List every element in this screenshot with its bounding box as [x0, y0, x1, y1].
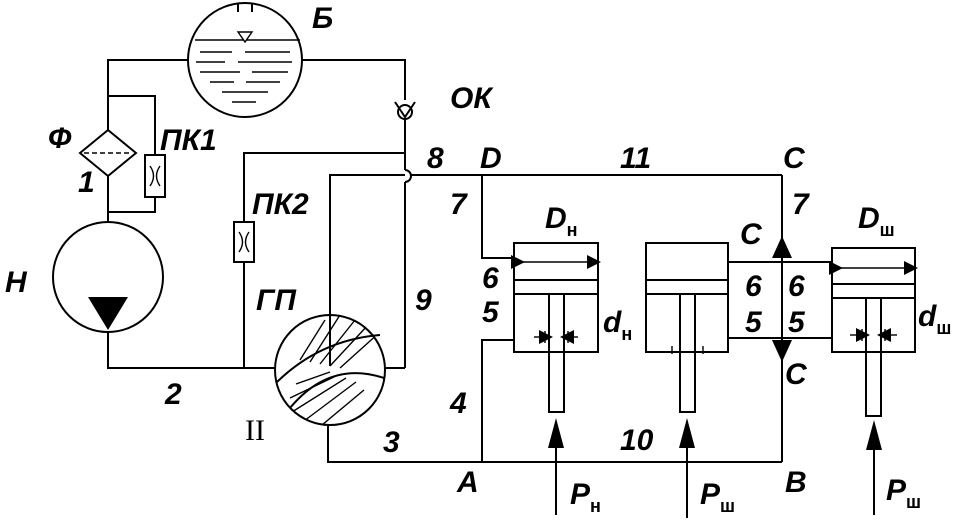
label-tank: Б — [312, 2, 333, 35]
label-node-A: A — [456, 466, 479, 499]
label-distributor-position: II — [245, 414, 265, 447]
tank-suction-line — [107, 59, 188, 130]
label-check-valve: ОК — [450, 82, 494, 115]
label-line-5-right: 5 — [788, 306, 806, 339]
label-node-C-low: C — [785, 358, 808, 391]
label-line-9: 9 — [415, 284, 432, 317]
label-line-2: 2 — [164, 378, 182, 411]
tank-fluid-hatching — [196, 51, 292, 103]
label-node-C-top: C — [783, 142, 806, 175]
label-pump: Н — [5, 266, 28, 299]
label-line-6-mid: 6 — [745, 270, 762, 303]
label-relief-valve-1: ПК1 — [160, 124, 217, 157]
label-line-6-right: 6 — [788, 270, 805, 303]
label-line-10: 10 — [620, 424, 654, 457]
label-line-7-left: 7 — [450, 188, 468, 221]
label-line-8: 8 — [427, 142, 444, 175]
label-Dsh: Dш — [858, 202, 895, 240]
cylinder-right — [829, 247, 918, 417]
label-Psh-middle: Pш — [700, 478, 735, 516]
label-dsh: dш — [918, 300, 951, 338]
tank — [187, 2, 303, 118]
label-line-11: 11 — [620, 142, 651, 175]
label-distributor: ГП — [256, 284, 297, 317]
distributor — [274, 314, 386, 426]
label-Psh-right: Pш — [886, 474, 921, 512]
label-line-5-left: 5 — [482, 296, 500, 329]
force-arrow-left — [548, 418, 564, 515]
label-Dn: Dн — [545, 202, 578, 240]
label-line-5-mid: 5 — [745, 306, 763, 339]
force-arrow-middle — [679, 418, 695, 518]
relief-valve-2 — [233, 221, 255, 263]
check-valve — [394, 101, 416, 120]
cylinder-left — [511, 242, 601, 413]
relief-valve-1 — [144, 154, 166, 198]
label-filter: Ф — [48, 122, 72, 155]
label-dn: dн — [603, 306, 632, 344]
label-node-B: B — [785, 466, 807, 499]
label-line-6-left: 6 — [482, 262, 499, 295]
label-relief-valve-2: ПК2 — [252, 188, 309, 221]
label-node-C-mid: C — [740, 218, 763, 251]
cylinder-middle — [645, 242, 729, 413]
label-line-4: 4 — [449, 387, 467, 420]
pump-pressure-line — [107, 332, 275, 369]
label-line-7-right: 7 — [792, 188, 810, 221]
line-3-10 — [327, 425, 782, 463]
pump — [52, 221, 164, 333]
force-arrow-right — [866, 420, 882, 515]
label-line-1: 1 — [78, 166, 95, 199]
label-line-3: 3 — [383, 426, 400, 459]
tank-return-line — [302, 59, 406, 100]
label-node-D: D — [480, 142, 502, 175]
label-Pn: Pн — [570, 478, 601, 516]
